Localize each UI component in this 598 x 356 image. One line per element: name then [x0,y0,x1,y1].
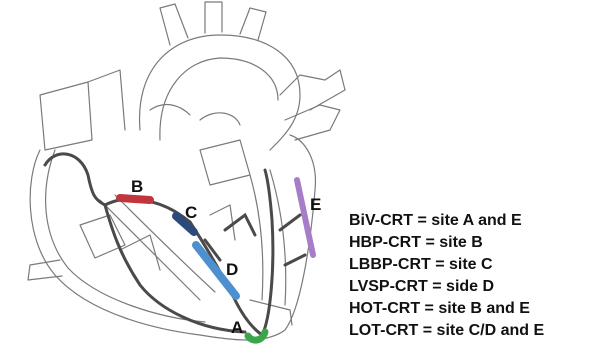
legend-hbp-crt: HBP-CRT = site B [349,232,598,254]
heart-sketch [28,2,345,340]
site-label-d: D [226,260,238,279]
site-label-c: C [185,203,197,222]
site-markers [120,180,313,340]
site-e-marker [297,180,313,255]
site-a-marker [248,332,265,340]
legend-biv-crt: BiV-CRT = site A and E [349,210,598,232]
legend-lbbp-crt: LBBP-CRT = site C [349,254,598,276]
conduction-system [45,154,305,335]
site-label-a: A [231,318,243,337]
legend: BiV-CRT = site A and E HBP-CRT = site B … [349,210,598,342]
legend-lot-crt: LOT-CRT = site C/D and E [349,320,598,342]
site-label-e: E [310,195,321,214]
legend-hot-crt: HOT-CRT = site B and E [349,298,598,320]
legend-lvsp-crt: LVSP-CRT = side D [349,276,598,298]
site-label-b: B [131,177,143,196]
site-b-marker [120,198,150,200]
